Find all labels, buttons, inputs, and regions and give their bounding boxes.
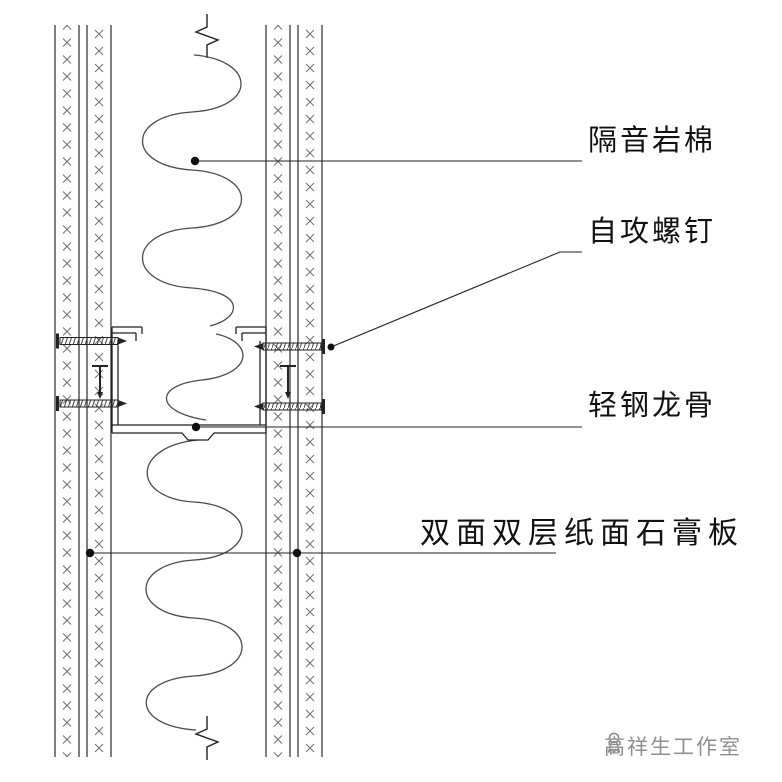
screw-vertical-right (280, 365, 296, 399)
dot-gypsum-left (85, 548, 95, 558)
keel-top-flange-right (235, 326, 266, 341)
break-line-top-icon (194, 14, 220, 58)
rock-wool-lower (145, 439, 243, 731)
keel-bottom-runner (112, 424, 266, 441)
leader-lines (90, 160, 582, 554)
dot-screw (327, 343, 335, 351)
left-gypsum-boards (54, 25, 112, 757)
label-rock-wool: 隔音岩棉 (588, 125, 717, 157)
dot-rock-wool (190, 156, 200, 166)
dot-keel (191, 422, 201, 432)
screws (56, 333, 325, 414)
label-light-steel-keel: 轻钢龙骨 (588, 390, 717, 422)
screw-vertical-left (92, 365, 108, 399)
rock-wool-middle (165, 333, 244, 421)
rock-wool-insulation (141, 54, 244, 731)
leader-screw (330, 251, 582, 348)
screw-right-upper (254, 339, 325, 354)
leader-dots (85, 156, 335, 558)
dot-gypsum-right (292, 548, 302, 558)
gypsum-board-hatch (51, 25, 323, 757)
screw-left-lower (56, 396, 127, 411)
watermark: 高祥生工作室 (604, 731, 742, 761)
label-gypsum-board: 双面双层纸面石膏板 (420, 517, 744, 550)
label-self-tapping-screw: 自攻螺钉 (588, 216, 717, 248)
screw-left-upper (56, 333, 127, 349)
rock-wool-upper (141, 54, 243, 327)
screw-right-lower (254, 399, 325, 414)
watermark-text: 高祥生工作室 (604, 735, 742, 759)
keel-top-flange-left (112, 326, 143, 341)
ribbon-icon (607, 732, 621, 754)
break-line-bottom-icon (194, 716, 220, 760)
